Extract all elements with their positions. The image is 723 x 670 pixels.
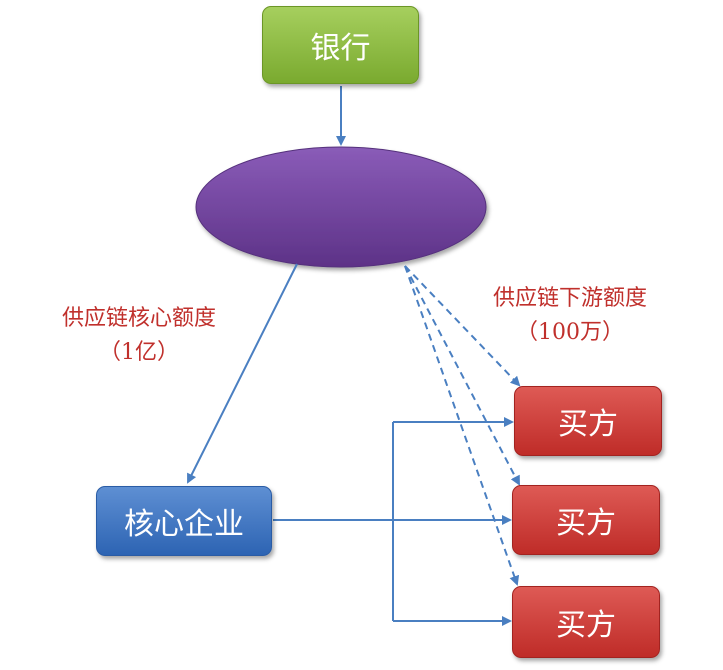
buyer-node-3: 买方	[512, 586, 660, 658]
platform-ellipse	[195, 146, 487, 268]
buyer-label: 买方	[556, 608, 616, 643]
buyer-label: 买方	[556, 506, 616, 541]
buyer-node-2: 买方	[512, 485, 660, 555]
core-limit-value: （1亿）	[99, 340, 179, 365]
bank-label: 银行	[310, 31, 371, 66]
downstream-limit-value: （100万）	[516, 320, 624, 345]
buyer-label: 买方	[558, 407, 618, 442]
downstream-limit-title: 供应链下游额度	[492, 286, 647, 311]
core-enterprise-label: 核心企业	[124, 507, 244, 542]
downstream-limit-annotation: 供应链下游额度 （100万）	[440, 282, 700, 350]
core-limit-annotation: 供应链核心额度 （1亿）	[14, 302, 264, 370]
buyer-node-1: 买方	[514, 386, 662, 456]
bank-node: 银行	[262, 6, 419, 84]
dashed-arrow-to-buyer-2	[404, 265, 520, 486]
core-limit-title: 供应链核心额度	[61, 306, 216, 331]
arrow-platform-to-core	[187, 263, 298, 484]
dashed-arrow-to-buyer-3	[404, 265, 520, 586]
core-enterprise-node: 核心企业	[96, 486, 272, 556]
dashed-arrow-to-buyer-1	[404, 265, 521, 387]
